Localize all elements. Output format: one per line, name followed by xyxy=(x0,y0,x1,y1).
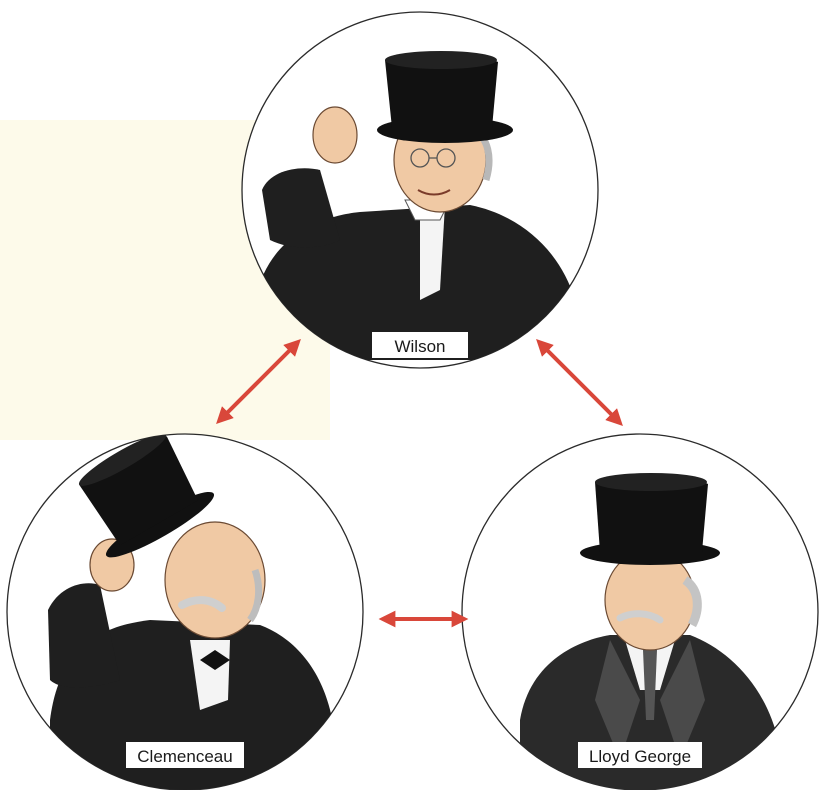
wilson-node: Wilson xyxy=(241,11,599,369)
lloyd-george-node: Lloyd George xyxy=(461,433,819,790)
clemenceau-label-bg xyxy=(126,742,244,768)
arrow-wilson-clemenceau xyxy=(216,339,301,424)
lloyd-george-label-bg xyxy=(578,742,702,768)
lloyd-george-label: Lloyd George xyxy=(589,747,691,766)
arrow-wilson-lloyd-george xyxy=(536,339,623,426)
clemenceau-portrait-icon xyxy=(48,434,335,790)
clemenceau-label: Clemenceau xyxy=(137,747,232,766)
wilson-portrait-icon xyxy=(255,51,575,360)
clemenceau-node: Clemenceau xyxy=(6,433,364,790)
wilson-label: Wilson xyxy=(394,337,445,356)
wilson-label-bg xyxy=(372,332,468,358)
